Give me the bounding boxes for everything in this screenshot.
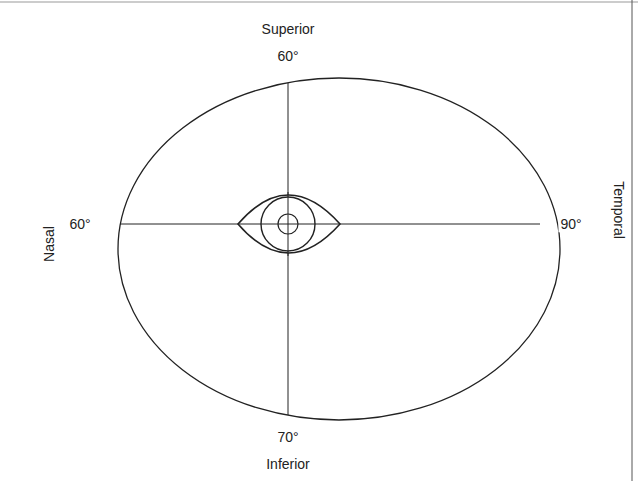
direction-label: Inferior [264, 457, 312, 472]
degree-label: 60° [67, 217, 92, 232]
field-ellipse [118, 78, 560, 420]
degree-label: 60° [275, 49, 300, 64]
direction-label: Superior [260, 22, 317, 37]
degree-label: 70° [275, 430, 300, 445]
frame-top [0, 2, 638, 3]
eye-outline [238, 195, 340, 253]
frame-right [632, 0, 633, 481]
eye-vertical [288, 192, 289, 256]
direction-label: Temporal [610, 179, 625, 241]
pupil [278, 214, 298, 234]
iris [261, 197, 315, 251]
horizontal-meridian [120, 224, 540, 225]
vertical-meridian [288, 83, 289, 415]
degree-label: 90° [558, 217, 583, 232]
direction-label: Nasal [42, 224, 57, 264]
eye-midline [238, 224, 340, 225]
